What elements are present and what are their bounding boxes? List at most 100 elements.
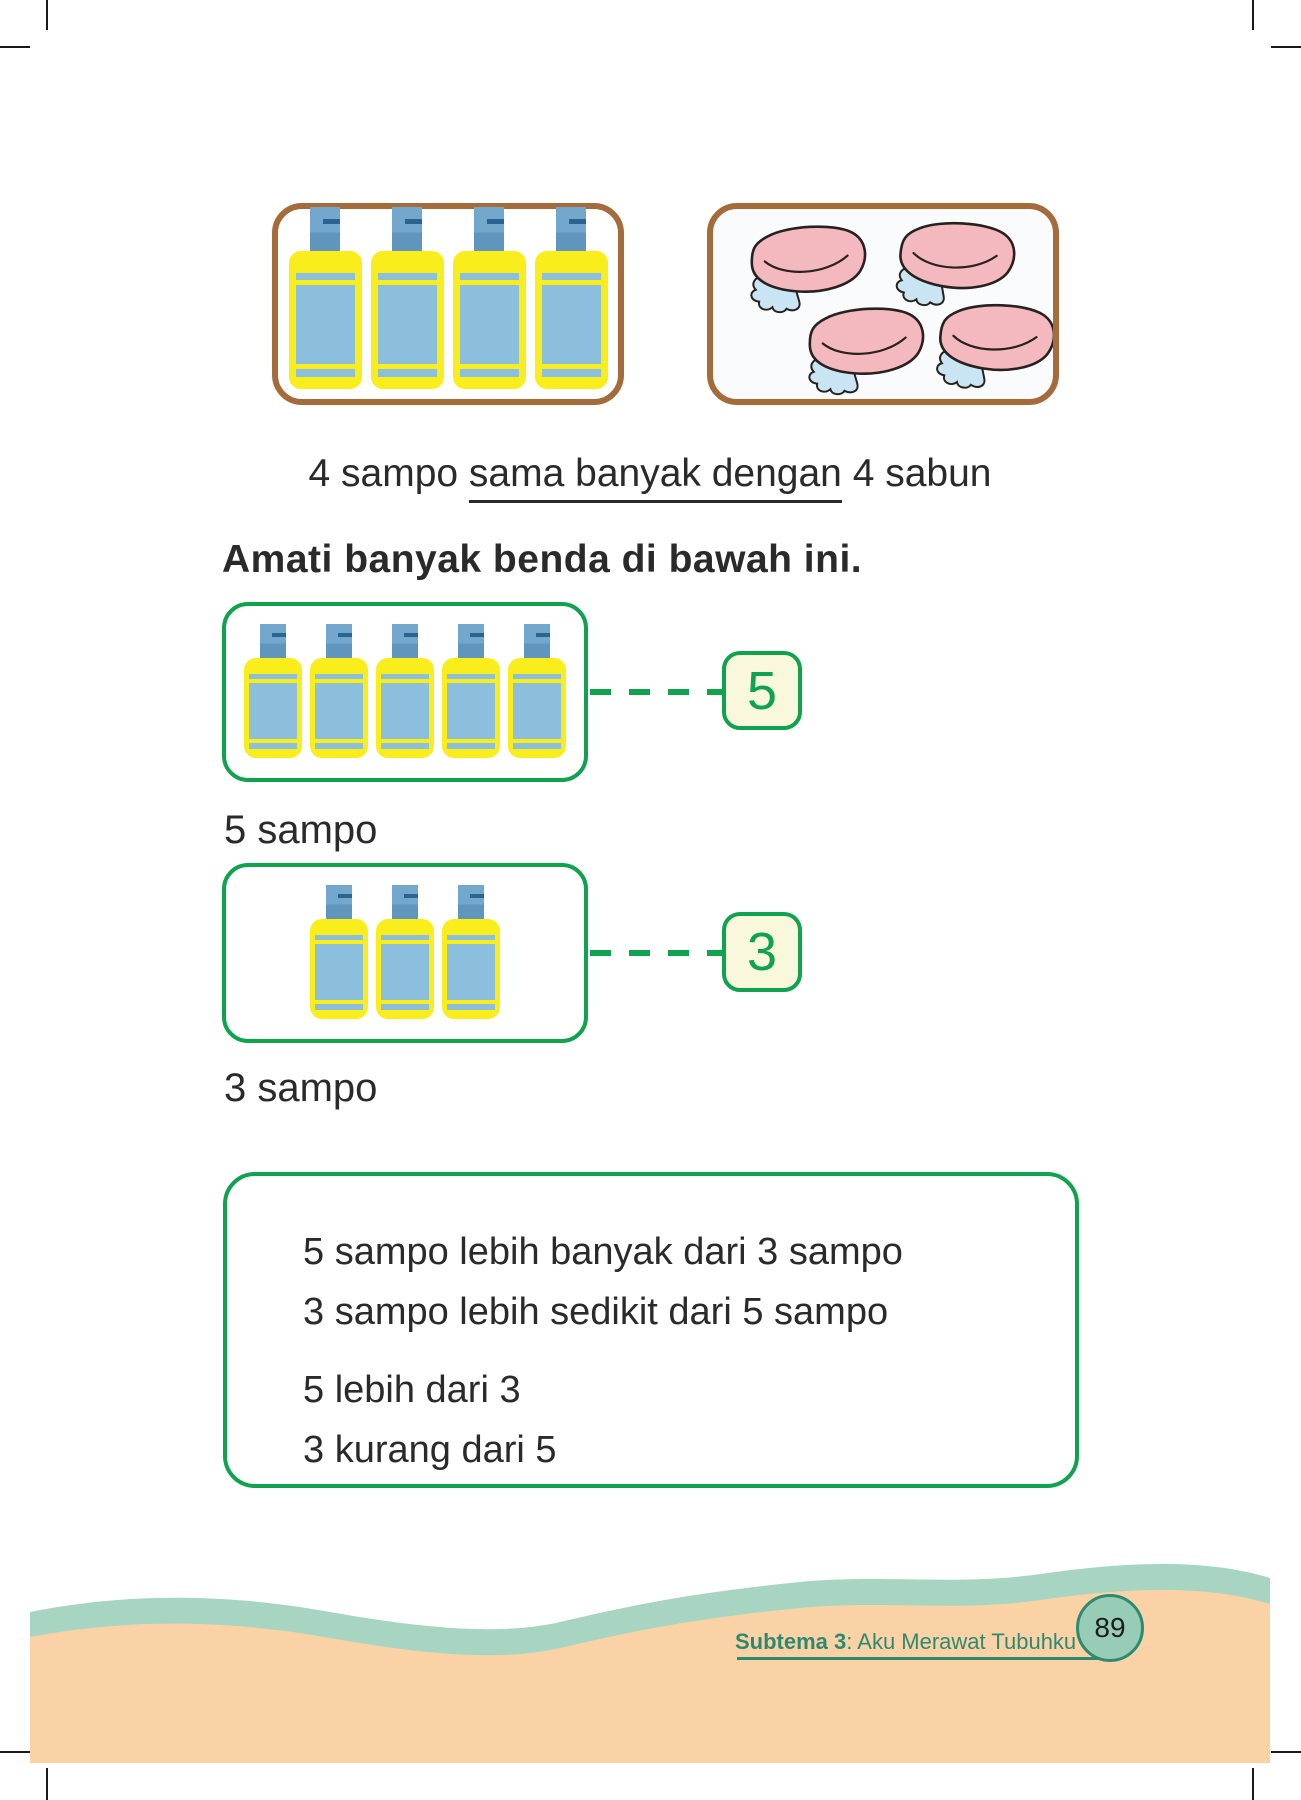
caption-underlined-phrase: sama banyak dengan	[468, 452, 842, 503]
bottle-stripe	[295, 273, 355, 280]
bottle-stripe	[381, 1004, 429, 1010]
bottle-label	[377, 285, 437, 364]
cap-stripe	[338, 894, 352, 898]
bottle-stripe	[377, 273, 437, 280]
cap-stripe	[470, 894, 484, 898]
crop-mark	[1271, 46, 1301, 48]
shampoo-bottle-icon	[508, 624, 566, 758]
bottle-stripe	[447, 674, 495, 679]
shampoo-bottle-icon	[442, 885, 500, 1019]
bottle-stripe	[541, 273, 601, 280]
bottle-body	[452, 251, 526, 389]
shampoo-bottle-icon	[370, 207, 444, 389]
bottle-stripe	[513, 743, 561, 749]
bottle-label	[447, 683, 495, 739]
shampoo-bottle-icon	[244, 624, 302, 758]
bottle-label	[381, 683, 429, 739]
footer-subtema-rest: : Aku Merawat Tubuhku	[846, 1629, 1077, 1654]
bottle-stripe	[459, 369, 519, 377]
cap-stripe	[470, 633, 484, 637]
shampoo-bottle-icon	[310, 885, 368, 1019]
spacer	[303, 1342, 1035, 1360]
shampoo-bottle-icon	[376, 624, 434, 758]
bottle-label	[447, 944, 495, 1000]
cap-stripe	[404, 894, 418, 898]
section-heading: Amati banyak benda di bawah ini.	[222, 538, 863, 581]
bottle-stripe	[315, 1004, 363, 1010]
bottle-label	[513, 683, 561, 739]
bottle-cap	[524, 624, 550, 658]
soap-group-box-4	[707, 203, 1059, 405]
cap-stripe	[323, 219, 340, 224]
bottle-cap	[310, 207, 340, 251]
bottle-cap	[556, 207, 586, 251]
bottle-stripe	[377, 369, 437, 377]
bottle-stripe	[315, 935, 363, 940]
bottle-cap	[326, 624, 352, 658]
cap-stripe	[569, 219, 586, 224]
bottle-label	[541, 285, 601, 364]
bottle-body	[310, 919, 368, 1019]
bottle-stripe	[295, 369, 355, 377]
bottle-stripe	[249, 743, 297, 749]
bottle-row	[288, 207, 608, 399]
bottle-body	[442, 919, 500, 1019]
bottle-cap	[392, 207, 422, 251]
footer-underline	[737, 1657, 1105, 1660]
dashed-connector	[590, 950, 722, 956]
cap-stripe	[272, 633, 286, 637]
crop-mark	[0, 46, 30, 48]
bottle-body	[376, 919, 434, 1019]
cap-stripe	[338, 633, 352, 637]
number-box-5: 5	[722, 651, 802, 730]
bottle-stripe	[315, 743, 363, 749]
bottle-stripe	[447, 935, 495, 940]
bottle-row	[310, 885, 500, 1039]
footer-subtema: Subtema 3: Aku Merawat Tubuhku	[735, 1629, 1076, 1655]
bottle-cap	[326, 885, 352, 919]
bottle-label	[249, 683, 297, 739]
comparison-summary-box: 5 sampo lebih banyak dari 3 sampo 3 samp…	[223, 1172, 1079, 1488]
crop-mark	[0, 1751, 30, 1753]
crop-mark	[1271, 1751, 1301, 1753]
caption-suffix: 4 sabun	[841, 452, 992, 495]
bottle-label	[459, 285, 519, 364]
soap-bar-icon	[739, 219, 874, 316]
bottle-cap	[392, 624, 418, 658]
bottle-label	[295, 285, 355, 364]
shampoo-group-box-5	[222, 602, 588, 782]
bottle-stripe	[315, 674, 363, 679]
crop-mark	[1252, 1768, 1254, 1800]
summary-line-1: 5 sampo lebih banyak dari 3 sampo	[303, 1231, 903, 1273]
soap-bar-icon	[927, 296, 1053, 395]
footer-wave-graphic	[30, 1563, 1270, 1763]
group1-label: 5 sampo	[224, 808, 378, 852]
bottle-body	[370, 251, 444, 389]
cap-stripe	[487, 219, 504, 224]
bottle-cap	[260, 624, 286, 658]
bottle-body	[288, 251, 362, 389]
bottle-cap	[458, 885, 484, 919]
shampoo-bottle-icon	[376, 885, 434, 1019]
footer-peach-area	[30, 1589, 1270, 1763]
bottle-row	[244, 624, 566, 778]
bottle-body	[376, 658, 434, 758]
caption-prefix: 4 sampo	[308, 452, 469, 495]
bottle-body	[534, 251, 608, 389]
bottle-cap	[458, 624, 484, 658]
shampoo-bottle-icon	[452, 207, 526, 389]
bottle-label	[381, 944, 429, 1000]
shampoo-bottle-icon	[310, 624, 368, 758]
soap-bar-icon	[886, 213, 1024, 314]
shampoo-group-box-4	[272, 203, 624, 405]
shampoo-bottle-icon	[288, 207, 362, 389]
bottle-body	[244, 658, 302, 758]
soap-bar-icon	[797, 301, 932, 398]
summary-line-4: 3 kurang dari 5	[303, 1429, 557, 1471]
equality-caption: 4 sampo sama banyak dengan 4 sabun	[230, 452, 1070, 503]
crop-mark	[1252, 0, 1254, 30]
cap-stripe	[536, 633, 550, 637]
number-box-3: 3	[722, 912, 802, 992]
bottle-label	[315, 683, 363, 739]
bottle-cap	[392, 885, 418, 919]
